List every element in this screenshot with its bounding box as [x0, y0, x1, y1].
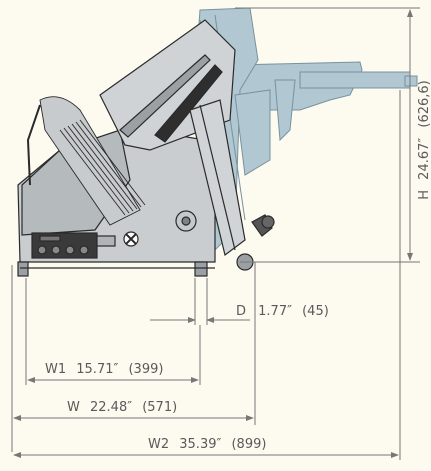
svg-text:H 24.67″ (626,6): H 24.67″ (626,6) [417, 80, 431, 200]
dim-width1-label: W1 15.71″ (399) [45, 362, 163, 377]
slicer-machine [17, 19, 275, 277]
dim-width-label: W 22.48″ (571) [67, 400, 177, 415]
dim-width2-label: W2 35.39″ (899) [148, 437, 266, 452]
dim-depth-label: D 1.77″ (45) [236, 304, 329, 319]
dim-height-label: H 24.67″ (626,6) [417, 80, 431, 200]
dimension-lines [11, 7, 420, 460]
blade-guard [39, 96, 146, 226]
